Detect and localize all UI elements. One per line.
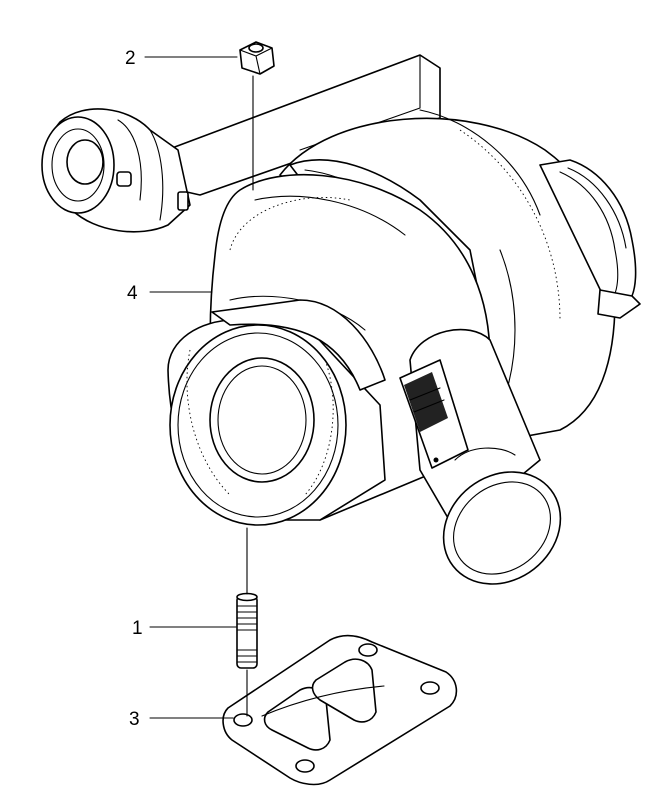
wastegate-actuator — [41, 54, 441, 233]
callout-label-1: 1 — [132, 618, 143, 639]
stud-part — [236, 592, 258, 669]
callout-label-4: 4 — [127, 283, 138, 304]
nut-part — [239, 41, 275, 75]
compressor-housing — [167, 173, 562, 585]
callout-label-3: 3 — [129, 709, 140, 730]
leader-lines — [144, 56, 254, 719]
gasket-part — [222, 634, 458, 786]
callout-label-2: 2 — [125, 48, 136, 69]
data-plate — [399, 359, 469, 469]
